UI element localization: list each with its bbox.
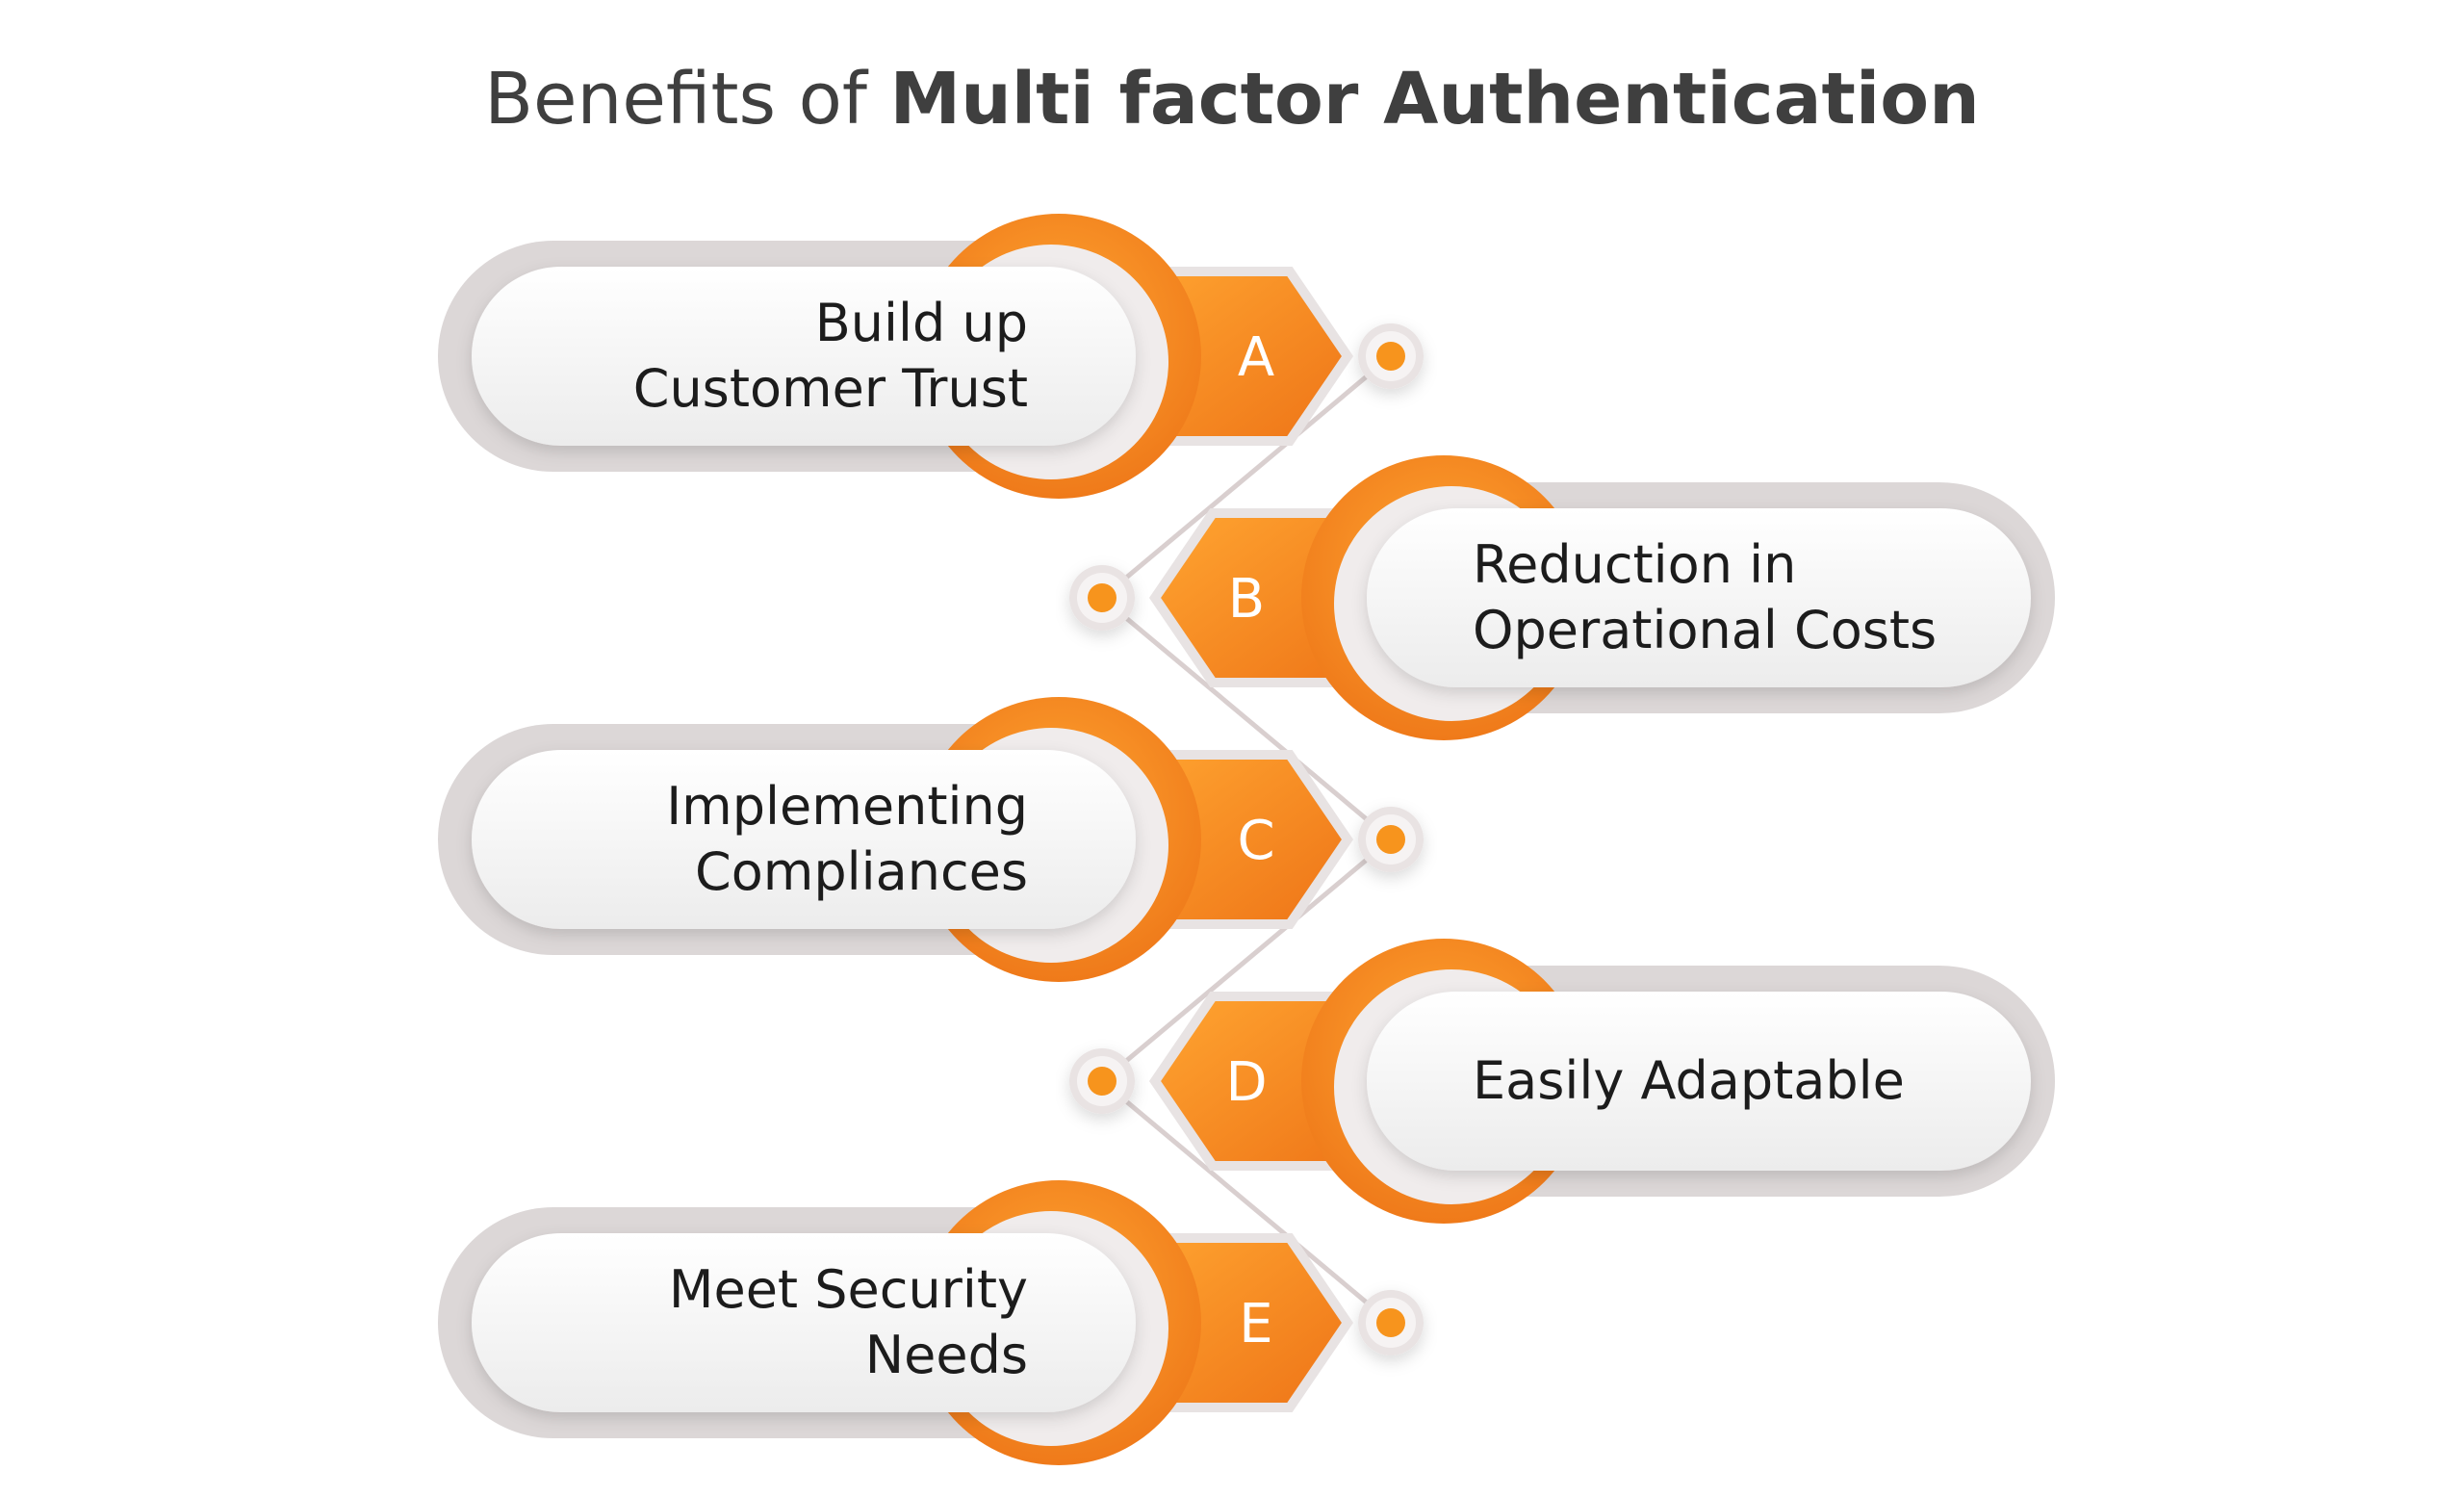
benefit-item: D Easily Adaptable: [1148, 939, 2055, 1224]
item-letter: D: [1225, 1051, 1267, 1114]
page-title: Benefits of Multi factor Authentication: [0, 58, 2464, 141]
item-label-line: Customer Trust: [633, 358, 1028, 419]
pill-body: [472, 267, 1136, 446]
connector-line: [1100, 354, 1393, 600]
item-label-line: Meet Security: [669, 1259, 1028, 1320]
connector-line: [1100, 596, 1393, 841]
item-label-line: Reduction in: [1473, 534, 1796, 595]
item-letter: B: [1228, 568, 1265, 631]
pill-body: [472, 1233, 1136, 1412]
title-emphasis: Multi factor Authentication: [889, 58, 1980, 141]
item-label-line: Build up: [815, 293, 1028, 353]
connector-line: [1100, 1079, 1393, 1325]
connector-dot: [1358, 323, 1424, 389]
pill-body: [1367, 508, 2031, 687]
item-label-line: Needs: [865, 1325, 1028, 1385]
connector-dot: [1358, 807, 1424, 872]
connector-lines: [1069, 323, 1424, 1355]
item-label-line: Easily Adaptable: [1473, 1050, 1905, 1111]
item-label-line: Compliances: [695, 841, 1028, 902]
item-letter: E: [1239, 1293, 1272, 1355]
item-letter: C: [1237, 810, 1274, 872]
item-label-line: Operational Costs: [1473, 600, 1937, 660]
connector-line: [1100, 838, 1393, 1083]
pill-body: [1367, 992, 2031, 1171]
title-prefix: Benefits of: [484, 58, 867, 141]
item-letter: A: [1238, 326, 1274, 389]
connector-dot: [1358, 1290, 1424, 1355]
connector-dot: [1069, 565, 1135, 631]
item-label-line: Implementing: [666, 776, 1028, 837]
pill-body: [472, 750, 1136, 929]
connector-dot: [1069, 1048, 1135, 1114]
